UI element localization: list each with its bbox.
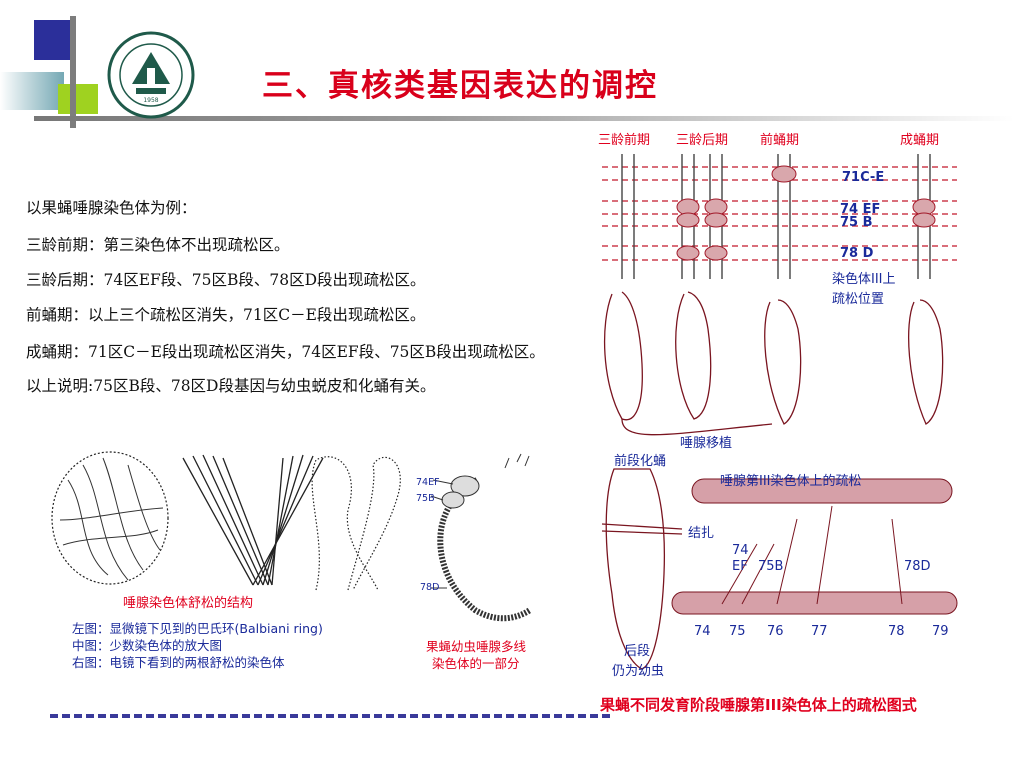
puff-structure-figure [51, 451, 401, 591]
upper-label: 75B [758, 559, 784, 574]
left-caption-line: 左图：显微镜下见到的巴氏环(Balbiani ring) [72, 621, 323, 636]
intro-heading: 以果蝇唾腺染色体为例： [26, 199, 197, 217]
footer-dotted-rule [50, 714, 610, 718]
header-blue-square [34, 20, 72, 60]
scale-label: 75 [729, 624, 746, 639]
transplant-label: 唾腺移植 [680, 436, 733, 451]
scale-label: 78 [888, 624, 905, 639]
logo-year: 1958 [143, 97, 158, 104]
stage-label: 三龄前期 [598, 133, 651, 148]
chromosome-title: 唾腺第III染色体上的疏松 [720, 474, 862, 489]
front-pupa-label: 前段化蛹 [614, 454, 667, 469]
stage-label: 三龄后期 [676, 133, 729, 148]
page-title: 三、真核类基因表达的调控 [262, 68, 658, 104]
middle-caption-line: 染色体的一部分 [432, 656, 520, 671]
intro-line: 成蛹期：71区C－E段出现疏松区消失，74区EF段、75区B段出现疏松区。 [26, 343, 545, 361]
stage-label: 成蛹期 [900, 133, 940, 148]
intro-line: 三龄后期：74区EF段、75区B段、78区D段出现疏松区。 [26, 271, 426, 289]
header-vertical-bar [70, 16, 76, 128]
puff-structure-caption: 唾腺染色体舒松的结构 [123, 596, 254, 611]
header-rule [34, 116, 1014, 121]
upper-label: 74 [732, 543, 749, 558]
label-75b: 75B [416, 493, 435, 504]
right-figure-caption: 果蝇不同发育阶段唾腺第III染色体上的疏松图式 [600, 696, 917, 714]
band-label-71ce: 71C-E [842, 170, 885, 185]
header-lime-square [58, 84, 98, 114]
upper-label: 78D [904, 559, 931, 574]
rear-label: 仍为幼虫 [612, 664, 665, 679]
upper-label: EF [732, 559, 748, 574]
scale-label: 79 [932, 624, 949, 639]
intro-line: 以上说明:75区B段、78区D段基因与幼虫蜕皮和化蛹有关。 [26, 377, 436, 395]
band-label-75b: 75 B [840, 215, 873, 230]
intro-line: 三龄前期：第三染色体不出现疏松区。 [26, 236, 290, 254]
band-label-74ef: 74 EF [840, 202, 881, 217]
scale-label: 74 [694, 624, 711, 639]
rear-label: 后段 [624, 644, 651, 659]
middle-caption-line: 果蝇幼虫唾腺多线 [426, 639, 527, 654]
stage-label: 前蛹期 [760, 133, 800, 148]
scale-label: 76 [767, 624, 784, 639]
intro-line: 前蛹期：以上三个疏松区消失，71区C－E段出现疏松区。 [26, 306, 426, 324]
polytene-chromosome-figure [430, 453, 532, 622]
note-line: 疏松位置 [832, 292, 885, 307]
label-78d: 78D [420, 582, 440, 593]
label-74ef: 74EF [416, 477, 440, 488]
left-caption-line: 中图：少数染色体的放大图 [72, 638, 223, 653]
band-label-78d: 78 D [840, 246, 874, 261]
puff-pattern-figure [601, 154, 958, 670]
college-logo: 1958 [107, 31, 195, 119]
ligation-label: 结扎 [688, 526, 715, 541]
left-caption-line: 右图：电镜下看到的两根舒松的染色体 [72, 655, 285, 670]
header-gradient-bar [0, 72, 64, 110]
note-line: 染色体III上 [832, 272, 896, 287]
scale-label: 77 [811, 624, 828, 639]
